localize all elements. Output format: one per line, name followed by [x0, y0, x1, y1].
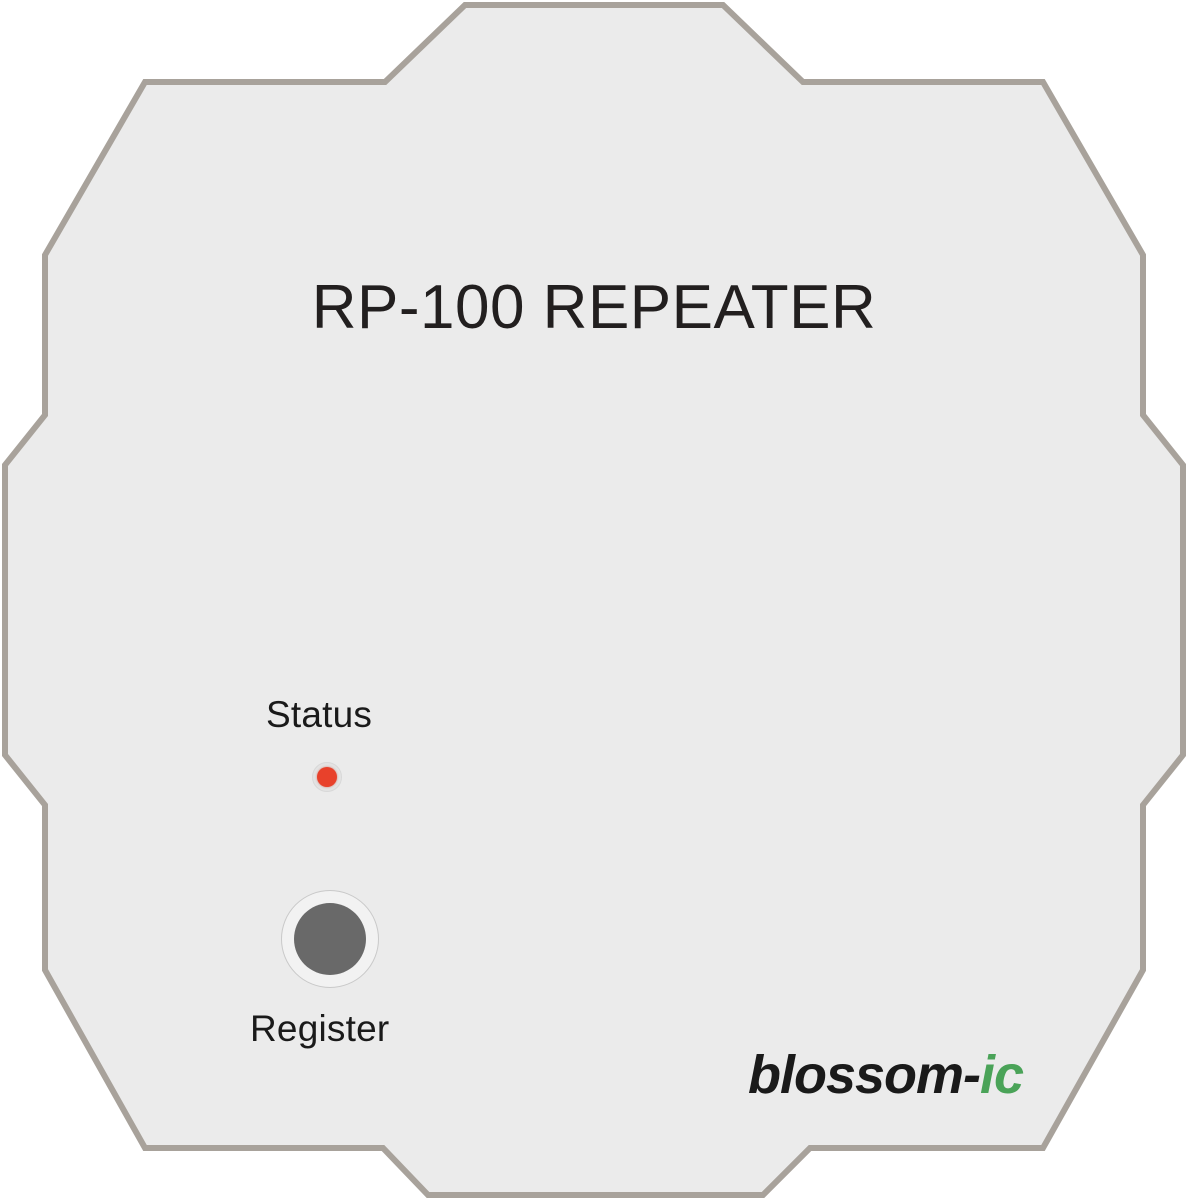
brand-logo-primary: blossom-: [748, 1045, 981, 1105]
brand-logo: blossom-ic: [748, 1045, 1024, 1105]
page-title: RP-100 REPEATER: [311, 273, 877, 342]
brand-logo-accent: ic: [980, 1045, 1024, 1105]
status-led-indicator: [312, 762, 342, 792]
register-button[interactable]: [281, 890, 379, 988]
register-button-face: [294, 903, 366, 975]
status-label: Status: [266, 694, 373, 735]
register-label: Register: [250, 1008, 390, 1049]
status-led-icon: [317, 767, 337, 787]
